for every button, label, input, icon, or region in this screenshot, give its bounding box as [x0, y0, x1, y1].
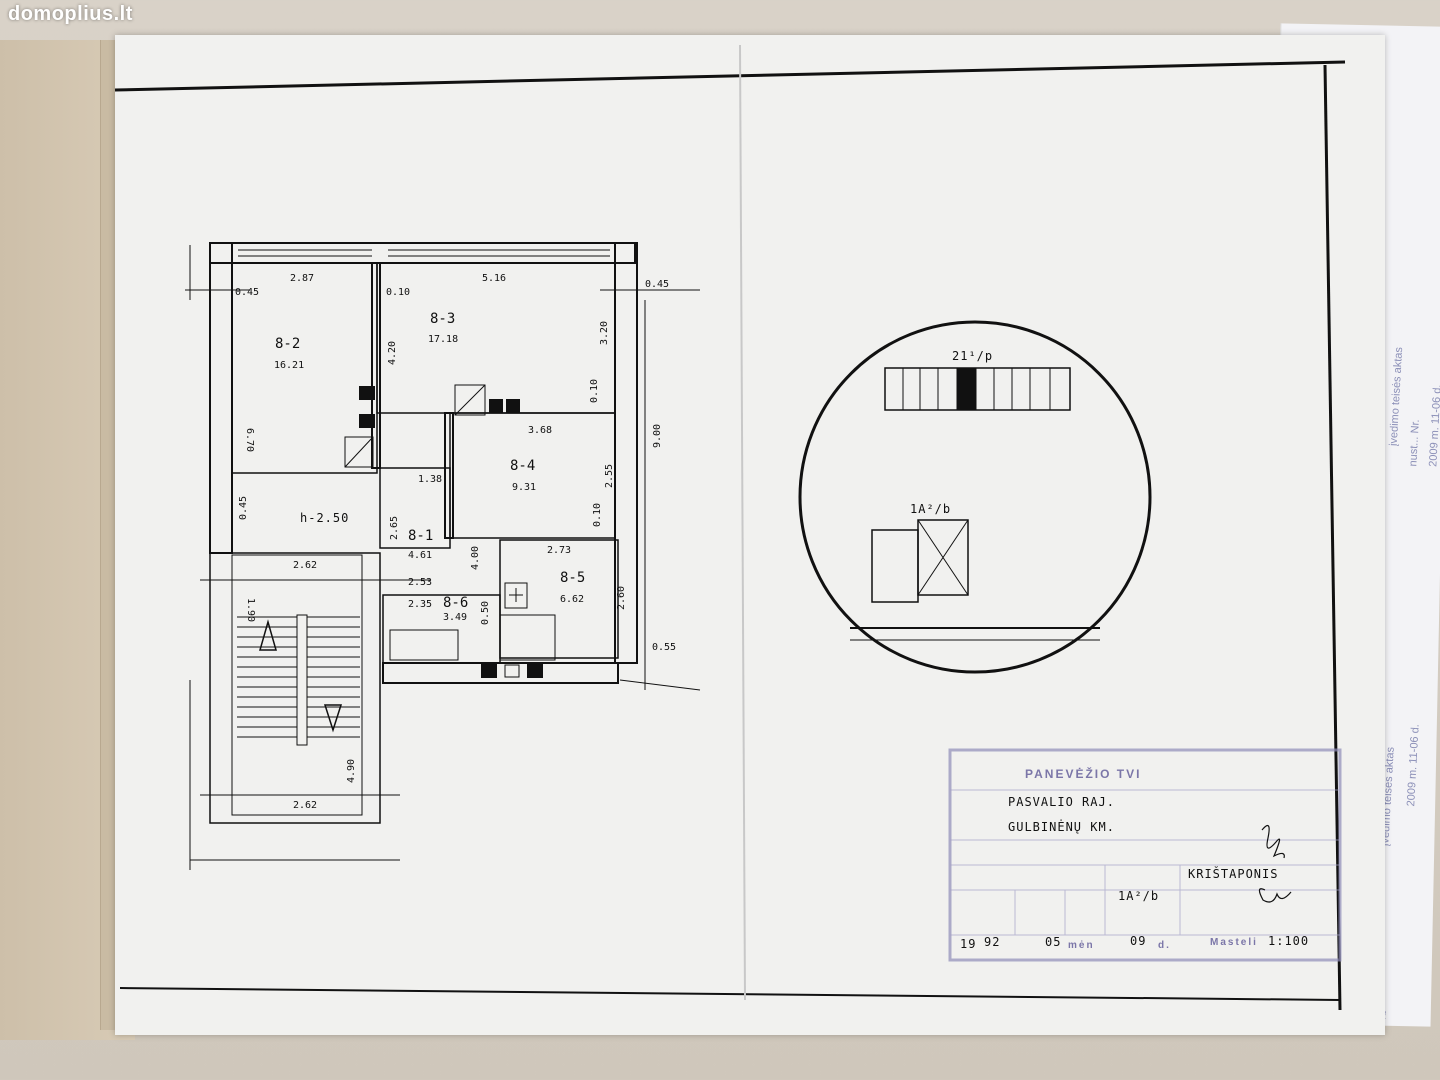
dim-label: 2.35 [408, 599, 432, 610]
site-watermark: domoplius.lt [8, 3, 133, 25]
dim-label: 3.20 [599, 321, 610, 345]
dim-label: 4.00 [470, 546, 481, 570]
signature [1258, 824, 1292, 903]
dim-label: 0.45 [235, 287, 259, 298]
room-8-5-area: 6.62 [560, 594, 584, 605]
room-8-4-area: 9.31 [512, 482, 536, 493]
stair-treads [237, 616, 360, 738]
site-plan-inset [798, 320, 1152, 674]
dim-label: 0.10 [386, 287, 410, 298]
village-label: GULBINĖNŲ KM. [1008, 819, 1115, 834]
scale-value: 1:100 [1268, 934, 1309, 948]
room-8-3-area: 17.18 [428, 334, 458, 345]
plan-sheet [115, 35, 1385, 1035]
dim-label: 5.16 [482, 273, 506, 284]
dim-label: 0.45 [238, 496, 249, 520]
month-label: mėn [1068, 940, 1095, 951]
dim-label: 2.73 [547, 545, 571, 556]
room-8-1-area: 4.61 [408, 550, 432, 561]
dim-label: 1.90 [245, 598, 256, 622]
room-8-2-area: 16.21 [274, 360, 304, 371]
dim-label: 9.00 [652, 424, 663, 448]
building-code-label: 1A²/b [1118, 889, 1159, 903]
room-8-4-id: 8-4 [510, 458, 535, 474]
room-8-1-id: 8-1 [408, 528, 433, 544]
ceiling-height-label: h-2.50 [300, 511, 349, 525]
room-8-2-id: 8-2 [275, 336, 300, 352]
room-8-6-area: 3.49 [443, 612, 467, 623]
dim-label: 0.55 [652, 642, 676, 653]
dim-label: 6.70 [244, 428, 255, 452]
dim-label: 2.87 [290, 273, 314, 284]
dim-label: 2.55 [604, 464, 615, 488]
date-year-prefix: 19 [960, 937, 976, 951]
dim-label: 2.53 [408, 577, 432, 588]
dim-label: 1.38 [418, 474, 442, 485]
dimension-labels: 2.87 5.16 0.45 0.10 0.45 4.20 3.20 0.10 … [235, 273, 676, 811]
room-8-6-id: 8-6 [443, 595, 468, 611]
scale-caption: Masteli [1210, 937, 1258, 948]
room-8-3-id: 8-3 [430, 311, 455, 327]
dim-label: 0.45 [645, 279, 669, 290]
dim-label: 4.90 [346, 759, 357, 783]
dim-label: 0.10 [589, 379, 600, 403]
day-label: d. [1158, 940, 1171, 951]
house-number-label: 21¹/p [952, 349, 993, 363]
stamp-organization: PANEVĖŽIO TVI [1025, 766, 1141, 781]
drawing-frame [114, 44, 1346, 1011]
dim-label: 2.65 [389, 516, 400, 540]
floor-plan [185, 242, 701, 870]
date-day: 09 [1130, 934, 1146, 948]
building-site-label: 1A²/b [910, 502, 951, 516]
district-label: PASVALIO RAJ. [1008, 795, 1115, 809]
room-8-5-id: 8-5 [560, 570, 585, 586]
dim-label: 2.62 [293, 800, 317, 811]
author-name: KRIŠTAPONIS [1188, 866, 1278, 881]
dim-label: 2.62 [293, 560, 317, 571]
dim-label: 0.50 [480, 601, 491, 625]
dim-label: 0.10 [592, 503, 603, 527]
dim-label: 4.20 [387, 341, 398, 365]
title-block [948, 748, 1342, 962]
dim-label: 3.68 [528, 425, 552, 436]
dim-label: 2.60 [616, 586, 627, 610]
date-month: 05 [1045, 935, 1061, 949]
date-year: 92 [984, 935, 1000, 949]
room-labels: 8-2 16.21 8-3 17.18 8-4 9.31 8-1 4.61 8-… [274, 311, 585, 623]
